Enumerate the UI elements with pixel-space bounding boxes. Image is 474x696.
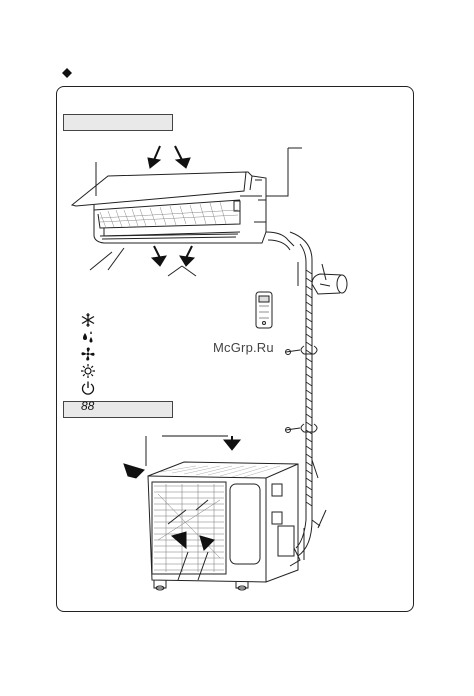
svg-text:88: 88 [81,399,95,413]
dry-mode-icon [83,331,93,343]
connecting-pipe [265,231,348,520]
power-icon [81,381,95,395]
display-digits-icon: 88 [81,399,95,413]
remote-control [255,291,273,329]
outdoor-airflow-arrows [123,435,242,551]
sun-icon [81,364,95,378]
section-bullet-diamond [62,68,72,78]
mode-icons-list: 88 [80,312,98,414]
outdoor-unit-label-bar [63,401,173,418]
fan-icon [81,347,95,361]
indoor-unit [70,171,267,244]
diagram-frame [56,86,414,612]
outdoor-unit [147,461,327,591]
indoor-unit-label-bar [63,114,173,131]
watermark-text: McGrp.Ru [213,340,274,355]
snowflake-icon [81,313,95,327]
indoor-airflow-arrows [147,145,196,267]
